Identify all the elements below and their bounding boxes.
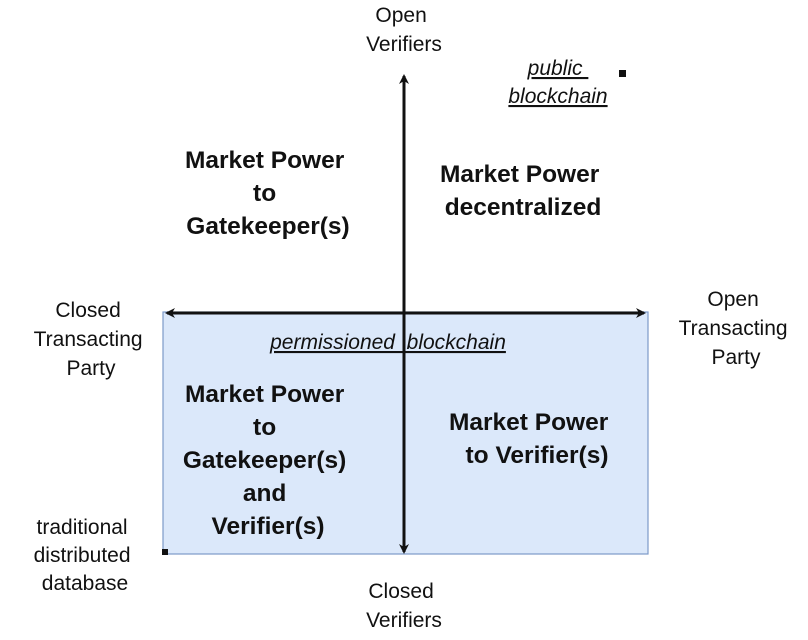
public-blockchain-note: public blockchain <box>508 57 607 108</box>
quadrant-top-right-label: Market Power decentralized <box>440 161 606 221</box>
traditional-database-marker <box>162 549 168 555</box>
axis-label-open-transacting-party: Open Transacting Party <box>679 288 794 369</box>
axis-label-open-verifiers: Open Verifiers <box>366 4 442 56</box>
traditional-database-note: traditional distributed database <box>34 516 137 595</box>
permissioned-blockchain-note: permissioned blockchain <box>269 331 506 354</box>
axis-label-closed-transacting-party: Closed Transacting Party <box>34 299 149 380</box>
axis-label-closed-verifiers: Closed Verifiers <box>366 580 442 632</box>
quadrant-bottom-left-label: Market Power to Gatekeeper(s) and Verifi… <box>183 381 353 540</box>
quadrant-bottom-right-label: Market Power to Verifier(s) <box>449 409 615 469</box>
public-blockchain-marker <box>619 70 626 77</box>
quadrant-top-left-label: Market Power to Gatekeeper(s) <box>185 147 351 240</box>
